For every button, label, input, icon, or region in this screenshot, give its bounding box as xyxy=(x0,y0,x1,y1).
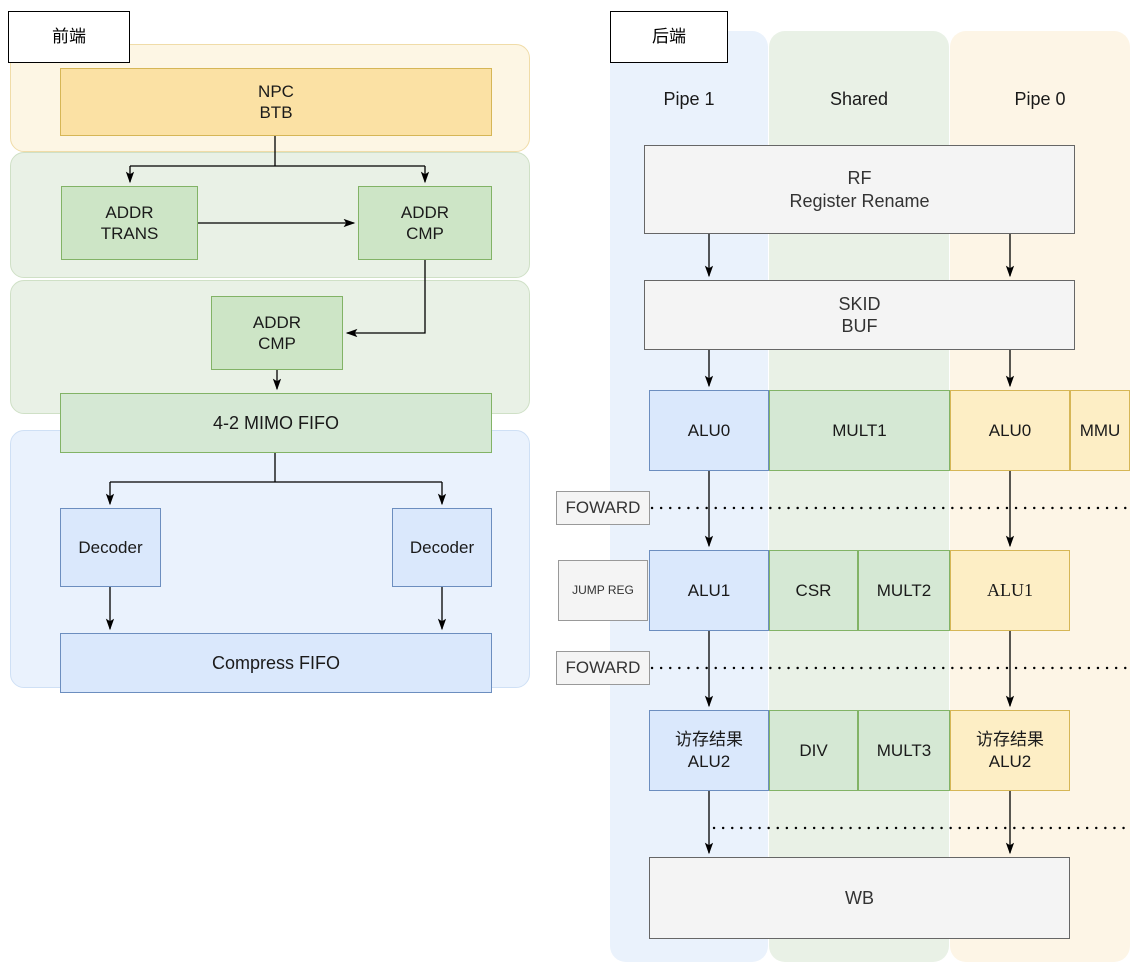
node-decoder-right[interactable]: Decoder xyxy=(392,508,492,587)
backend-lane-shared-label: Shared xyxy=(829,89,889,109)
cell-pipe1-alu1[interactable]: ALU1 xyxy=(649,550,769,631)
stage-rf-register-rename[interactable]: RF Register Rename xyxy=(644,145,1075,234)
cell-pipe0-alu2[interactable]: 访存结果 ALU2 xyxy=(950,710,1070,791)
cell-pipe0-alu0[interactable]: ALU0 xyxy=(950,390,1070,471)
node-addr-cmp-top[interactable]: ADDR CMP xyxy=(358,186,492,260)
cell-pipe1-alu0[interactable]: ALU0 xyxy=(649,390,769,471)
node-addr-cmp-mid[interactable]: ADDR CMP xyxy=(211,296,343,370)
backend-title-tab: 后端 xyxy=(610,11,728,63)
cell-pipe0-mmu[interactable]: MMU xyxy=(1070,390,1130,471)
cell-shared-mult3[interactable]: MULT3 xyxy=(858,710,950,791)
frontend-title-tab: 前端 xyxy=(8,11,130,63)
node-compress-fifo[interactable]: Compress FIFO xyxy=(60,633,492,693)
cell-pipe1-alu2[interactable]: 访存结果 ALU2 xyxy=(649,710,769,791)
stage-wb[interactable]: WB xyxy=(649,857,1070,939)
stage-skid-buf[interactable]: SKID BUF xyxy=(644,280,1075,350)
cell-shared-div[interactable]: DIV xyxy=(769,710,858,791)
label-foward-2: FOWARD xyxy=(556,651,650,685)
cell-shared-csr[interactable]: CSR xyxy=(769,550,858,631)
backend-lane-pipe0-label: Pipe 0 xyxy=(1014,89,1066,109)
cell-shared-mult2[interactable]: MULT2 xyxy=(858,550,950,631)
label-foward-1: FOWARD xyxy=(556,491,650,525)
node-npc-btb[interactable]: NPC BTB xyxy=(60,68,492,136)
cell-pipe0-alu1[interactable]: ALU1 xyxy=(950,550,1070,631)
cell-shared-mult1[interactable]: MULT1 xyxy=(769,390,950,471)
backend-lane-pipe1-label: Pipe 1 xyxy=(663,89,715,109)
node-mimo-fifo[interactable]: 4-2 MIMO FIFO xyxy=(60,393,492,453)
node-decoder-left[interactable]: Decoder xyxy=(60,508,161,587)
label-jump-reg: JUMP REG xyxy=(558,560,648,621)
node-addr-trans[interactable]: ADDR TRANS xyxy=(61,186,198,260)
